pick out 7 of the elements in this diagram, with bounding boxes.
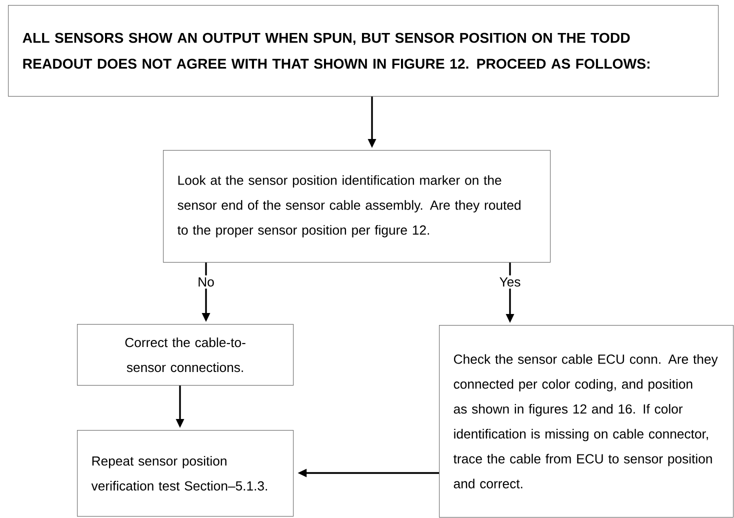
edge-label: Yes: [497, 275, 523, 289]
process-box: Check the sensor cable ECU conn. Are they connected per color coding, and position as shown in figures 12 and 16. If color identification is missing on cable connector, trace the cable from ECU to sensor position and correct.: [439, 325, 734, 518]
process-box: ALL SENSORS SHOW AN OUTPUT WHEN SPUN, BUT SENSOR POSITION ON THE TODD READOUT DOES NOT AGREE WITH THAT SHOWN IN FIGURE 12. PROCEED AS FOLLOWS:: [8, 5, 719, 97]
process-box: Look at the sensor position identification marker on the sensor end of the sensor cable assembly. Are they routed to the proper sensor position per figure 12.: [163, 150, 551, 263]
edge-label: No: [196, 275, 216, 289]
process-box: Repeat sensor position verification test Section–5.1.3.: [77, 430, 294, 517]
process-box: Correct the cable-to-sensor connections.: [77, 324, 294, 386]
